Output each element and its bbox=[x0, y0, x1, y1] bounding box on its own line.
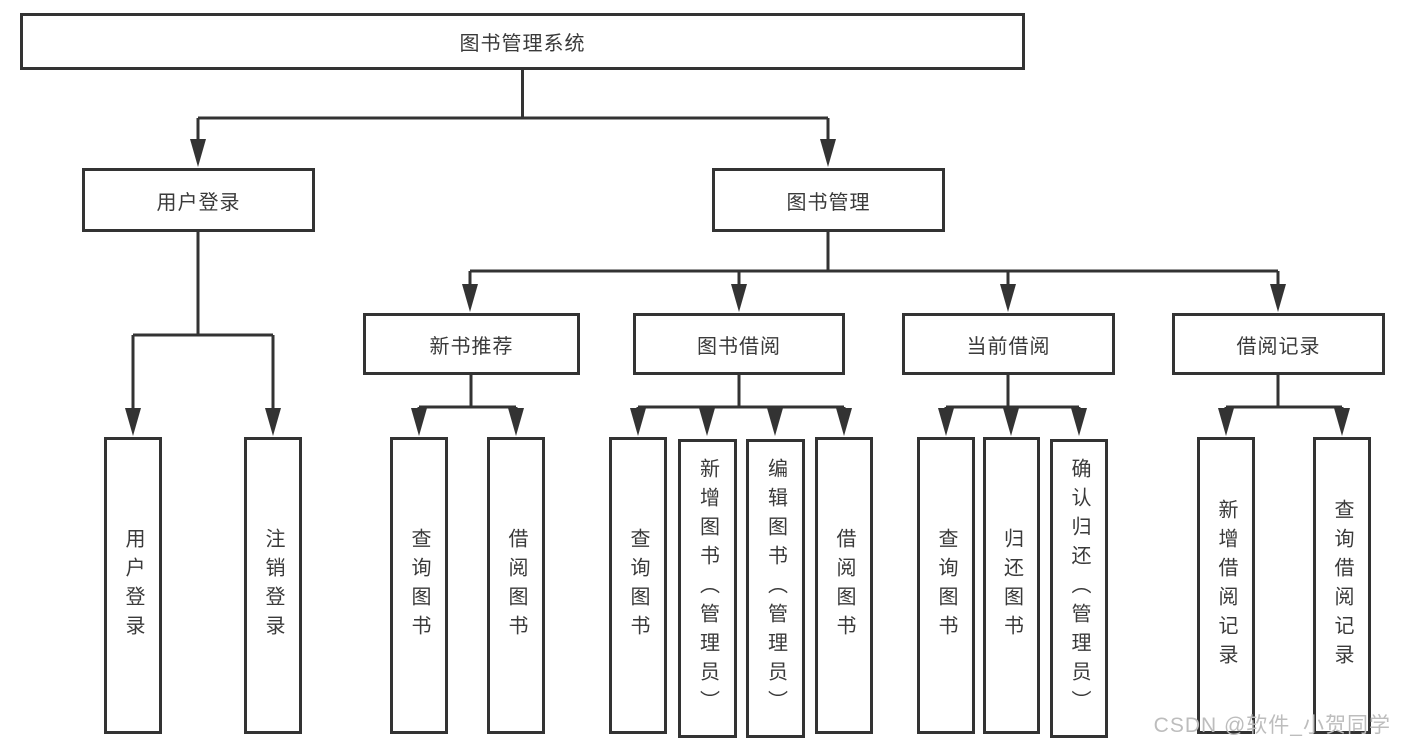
connector-borrow-records-split bbox=[1224, 375, 1344, 412]
node-borrow-records-label: 借阅记录 bbox=[1236, 335, 1321, 358]
node-book-borrow-label: 图书借阅 bbox=[697, 335, 781, 358]
node-current-borrow-label: 当前借阅 bbox=[966, 335, 1051, 358]
arrow-down-icon bbox=[462, 284, 478, 312]
arrow-down-icon bbox=[938, 408, 954, 436]
node-user-login: 用户登录 bbox=[82, 168, 315, 232]
leaf-user-login-label: 用户登录 bbox=[122, 527, 144, 644]
leaf-cb-confirm-return-admin-label: 确认归还（管理员） bbox=[1068, 458, 1090, 719]
arrow-down-icon bbox=[699, 408, 715, 436]
leaf-cb-query-books: 查询图书 bbox=[917, 437, 975, 734]
connector-user-login-split bbox=[131, 232, 275, 410]
arrow-down-icon bbox=[1270, 284, 1286, 312]
node-new-book-recommend: 新书推荐 bbox=[363, 313, 580, 375]
leaf-bb-add-books-admin: 新增图书（管理员） bbox=[678, 439, 737, 738]
leaf-br-add-record-label: 新增借阅记录 bbox=[1215, 498, 1237, 673]
leaf-bb-query-books-label: 查询图书 bbox=[627, 527, 649, 644]
leaf-bb-edit-books-admin: 编辑图书（管理员） bbox=[746, 439, 805, 738]
leaf-cb-return-books-label: 归还图书 bbox=[1000, 527, 1023, 644]
csdn-watermark: CSDN @软件_小贺同学 bbox=[1153, 714, 1391, 737]
arrow-down-icon bbox=[1071, 408, 1087, 436]
leaf-br-query-record-label: 查询借阅记录 bbox=[1331, 498, 1353, 673]
node-root: 图书管理系统 bbox=[20, 13, 1025, 70]
arrow-down-icon bbox=[767, 408, 783, 436]
node-root-label: 图书管理系统 bbox=[459, 33, 586, 55]
node-book-borrow: 图书借阅 bbox=[633, 313, 845, 375]
leaf-cb-return-books: 归还图书 bbox=[983, 437, 1040, 734]
arrowheads bbox=[125, 139, 1350, 436]
leaf-nbr-borrow-books: 借阅图书 bbox=[487, 437, 545, 734]
arrow-down-icon bbox=[1334, 408, 1350, 436]
leaf-cb-confirm-return-admin: 确认归还（管理员） bbox=[1050, 439, 1108, 738]
arrow-down-icon bbox=[411, 408, 427, 436]
node-book-management-label: 图书管理 bbox=[786, 191, 871, 214]
leaf-bb-add-books-admin-label: 新增图书（管理员） bbox=[696, 458, 719, 719]
connector-book-borrow-split bbox=[636, 375, 846, 412]
connector-root-split bbox=[196, 70, 830, 142]
arrow-down-icon bbox=[125, 408, 141, 436]
leaf-logout: 注销登录 bbox=[244, 437, 302, 734]
arrow-down-icon bbox=[836, 408, 852, 436]
node-user-login-label: 用户登录 bbox=[156, 191, 241, 214]
arrow-down-icon bbox=[820, 139, 836, 167]
arrow-down-icon bbox=[265, 408, 281, 436]
connector-current-borrow-split bbox=[944, 375, 1081, 412]
connector-book-management-split bbox=[468, 232, 1280, 286]
node-new-book-recommend-label: 新书推荐 bbox=[429, 335, 514, 358]
leaf-br-add-record: 新增借阅记录 bbox=[1197, 437, 1255, 734]
arrow-down-icon bbox=[1000, 284, 1016, 312]
arrow-down-icon bbox=[1218, 408, 1234, 436]
node-borrow-records: 借阅记录 bbox=[1172, 313, 1385, 375]
connector-new-book-split bbox=[417, 375, 518, 412]
node-book-management: 图书管理 bbox=[712, 168, 945, 232]
leaf-cb-query-books-label: 查询图书 bbox=[935, 527, 957, 644]
leaf-logout-label: 注销登录 bbox=[262, 527, 284, 644]
arrow-down-icon bbox=[190, 139, 206, 167]
leaf-nbr-query-books-label: 查询图书 bbox=[408, 527, 430, 644]
leaf-user-login: 用户登录 bbox=[104, 437, 162, 734]
node-current-borrow: 当前借阅 bbox=[902, 313, 1115, 375]
arrow-down-icon bbox=[731, 284, 747, 312]
leaf-bb-borrow-books: 借阅图书 bbox=[815, 437, 873, 734]
arrow-down-icon bbox=[508, 408, 524, 436]
leaf-nbr-query-books: 查询图书 bbox=[390, 437, 448, 734]
leaf-br-query-record: 查询借阅记录 bbox=[1313, 437, 1371, 734]
leaf-bb-query-books: 查询图书 bbox=[609, 437, 667, 734]
leaf-bb-edit-books-admin-label: 编辑图书（管理员） bbox=[764, 458, 787, 719]
arrow-down-icon bbox=[1003, 408, 1019, 436]
connector-lines bbox=[131, 70, 1344, 412]
arrow-down-icon bbox=[630, 408, 646, 436]
leaf-bb-borrow-books-label: 借阅图书 bbox=[833, 527, 855, 644]
leaf-nbr-borrow-books-label: 借阅图书 bbox=[505, 527, 527, 644]
